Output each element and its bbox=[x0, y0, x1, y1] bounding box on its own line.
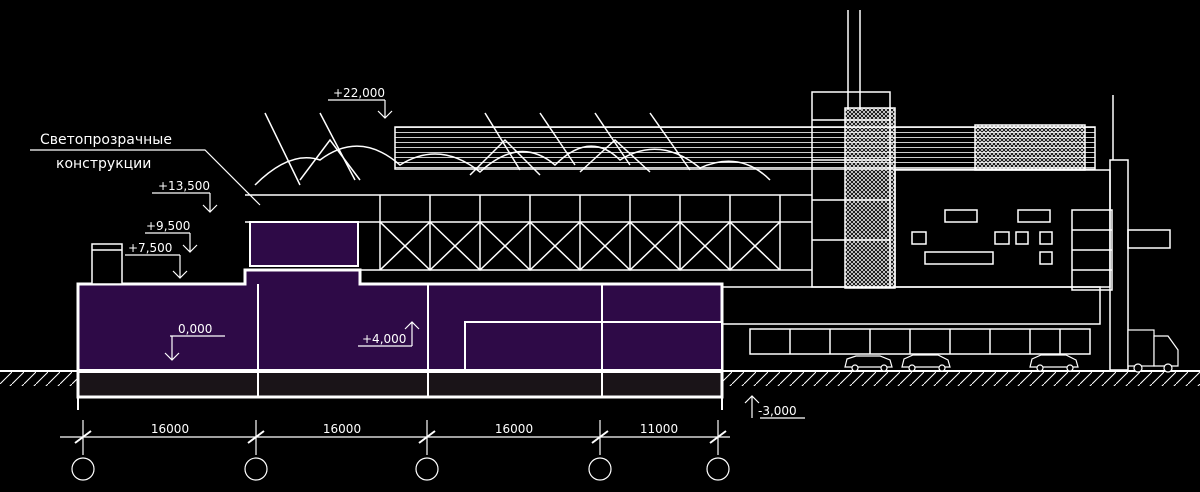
dimension-label: 16000 bbox=[151, 422, 189, 436]
dimension-label: 16000 bbox=[323, 422, 361, 436]
annotation-line1: Светопрозрачные bbox=[40, 132, 172, 148]
grid-axis-marker bbox=[588, 457, 612, 481]
annotation-line2: конструкции bbox=[56, 156, 151, 172]
dimension-label: 16000 bbox=[495, 422, 533, 436]
level-7500: +7,500 bbox=[128, 241, 172, 255]
level-22000: +22,000 bbox=[333, 86, 385, 100]
grid-axis-marker bbox=[71, 457, 95, 481]
grid-axis-marker bbox=[415, 457, 439, 481]
main-section bbox=[76, 221, 724, 410]
level-marks bbox=[30, 99, 805, 419]
grid-axes bbox=[60, 420, 730, 481]
grid-axis-marker bbox=[244, 457, 268, 481]
vehicles bbox=[844, 329, 1179, 373]
lower-right-block bbox=[721, 286, 1101, 355]
background-building bbox=[394, 10, 1171, 371]
grid-axis-marker bbox=[706, 457, 730, 481]
truss-structure bbox=[245, 112, 812, 272]
level-minus-3000: -3,000 bbox=[758, 404, 797, 418]
level-4000: +4,000 bbox=[362, 332, 406, 346]
dimension-label: 11000 bbox=[640, 422, 678, 436]
level-9500: +9,500 bbox=[146, 219, 190, 233]
level-13500: +13,500 bbox=[158, 179, 210, 193]
level-0000: 0,000 bbox=[178, 322, 212, 336]
